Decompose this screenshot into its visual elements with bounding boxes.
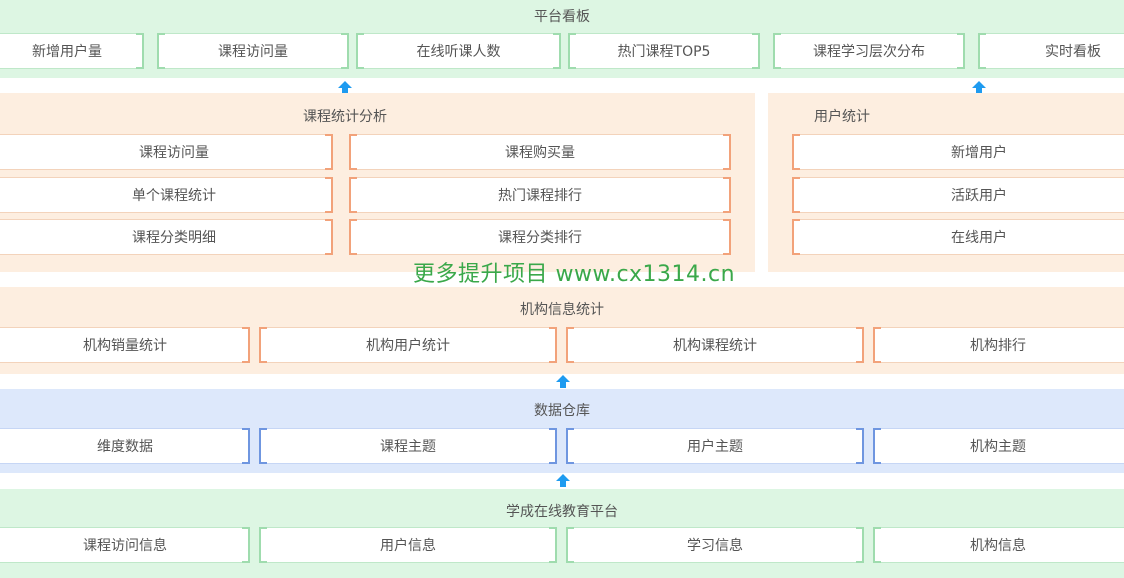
- course-stats-item: 课程分类明细: [0, 219, 333, 255]
- course-stats-item: 课程购买量: [349, 134, 731, 170]
- user-stats-item: 新增用户: [792, 134, 1124, 170]
- watermark-text: 更多提升项目 www.cx1314.cn: [413, 262, 736, 287]
- course-stats-item: 单个课程统计: [0, 177, 333, 213]
- dashboard-item-learning-level-distribution: 课程学习层次分布: [773, 33, 965, 69]
- warehouse-item: 用户主题: [566, 428, 864, 464]
- course-stats-item: 课程分类排行: [349, 219, 731, 255]
- dashboard-item-new-users: 新增用户量: [0, 33, 144, 69]
- course-stats-item: 课程访问量: [0, 134, 333, 170]
- data-warehouse-title: 数据仓库: [534, 403, 590, 419]
- org-stats-item: 机构用户统计: [259, 327, 557, 363]
- platform-item: 学习信息: [566, 527, 864, 563]
- dashboard-item-realtime: 实时看板: [978, 33, 1124, 69]
- dashboard-band: 平台看板 新增用户量 课程访问量 在线听课人数 热门课程TOP5 课程学习层次分…: [0, 0, 1124, 78]
- dashboard-item-course-visits: 课程访问量: [157, 33, 349, 69]
- org-stats-item: 机构销量统计: [0, 327, 250, 363]
- warehouse-item: 课程主题: [259, 428, 557, 464]
- warehouse-item: 机构主题: [873, 428, 1124, 464]
- user-stats-item: 活跃用户: [792, 177, 1124, 213]
- arrow-up-icon: [338, 81, 352, 94]
- org-stats-item: 机构排行: [873, 327, 1124, 363]
- user-stats-band: 用户统计 新增用户 活跃用户 在线用户: [768, 93, 1124, 272]
- platform-item: 机构信息: [873, 527, 1124, 563]
- platform-band: 学成在线教育平台 课程访问信息 用户信息 学习信息 机构信息: [0, 489, 1124, 578]
- org-stats-item: 机构课程统计: [566, 327, 864, 363]
- arrow-up-icon: [556, 375, 570, 388]
- data-warehouse-band: 数据仓库 维度数据 课程主题 用户主题 机构主题: [0, 389, 1124, 473]
- warehouse-item: 维度数据: [0, 428, 250, 464]
- org-stats-title: 机构信息统计: [520, 302, 604, 318]
- dashboard-title: 平台看板: [534, 9, 590, 25]
- org-stats-band: 机构信息统计 机构销量统计 机构用户统计 机构课程统计 机构排行: [0, 287, 1124, 374]
- course-stats-title: 课程统计分析: [303, 109, 387, 125]
- arrow-up-icon: [556, 474, 570, 487]
- user-stats-title: 用户统计: [814, 109, 870, 125]
- arrow-up-icon: [972, 81, 986, 94]
- course-stats-band: 课程统计分析 课程访问量 单个课程统计 课程分类明细 课程购买量 热门课程排行 …: [0, 93, 755, 272]
- dashboard-item-online-listeners: 在线听课人数: [356, 33, 561, 69]
- dashboard-item-hot-courses-top5: 热门课程TOP5: [568, 33, 760, 69]
- user-stats-item: 在线用户: [792, 219, 1124, 255]
- platform-item: 课程访问信息: [0, 527, 250, 563]
- course-stats-item: 热门课程排行: [349, 177, 731, 213]
- platform-item: 用户信息: [259, 527, 557, 563]
- platform-title: 学成在线教育平台: [506, 504, 618, 520]
